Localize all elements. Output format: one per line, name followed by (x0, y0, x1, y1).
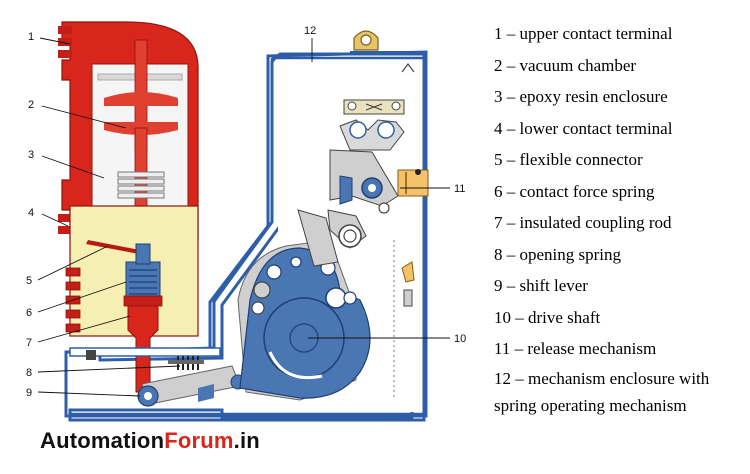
legend-item-1: 1 – upper contact terminal (494, 24, 673, 43)
callout-4: 4 (28, 207, 34, 219)
legend-item-6: 6 – contact force spring (494, 181, 655, 201)
legend-item-11: 11 – release mechanism (494, 339, 657, 358)
callout-5: 5 (26, 275, 32, 287)
legend-item-7: 7 – insulated coupling rod (494, 213, 672, 232)
mount-bolt (86, 350, 96, 360)
callout-1: 1 (28, 31, 34, 43)
legend-item-2: 2 – vacuum chamber (494, 55, 637, 75)
drive-assembly (237, 239, 371, 401)
legend-item-12: 12 – mechanism enclosure with spring ope… (494, 368, 710, 415)
fixed-contact-disc (104, 92, 178, 106)
legend-item-8: 8 – opening spring (494, 244, 622, 264)
insulated-coupling-rod (123, 295, 163, 393)
legend-item-4: 4 – lower contact terminal (494, 118, 673, 138)
legend-item-9: 9 – shift lever (494, 276, 588, 295)
opening-spring (168, 356, 204, 370)
watermark-part-a: Automation (40, 428, 165, 453)
legend-item-10: 10 – drive shaft (494, 307, 601, 327)
callout-leaders (37, 37, 450, 397)
upper-terminal-fin (58, 26, 72, 34)
callout-12: 12 (304, 25, 316, 37)
callout-labels: 1 2 3 4 5 6 7 8 9 10 11 12 (26, 25, 466, 399)
latch-linkage (297, 63, 429, 400)
legend-item-5: 5 – flexible connector (494, 150, 643, 169)
site-watermark: AutomationForum.in (40, 428, 260, 454)
release-mechanism (397, 169, 429, 197)
callout-10: 10 (454, 333, 466, 345)
legend-item-3: 3 – epoxy resin enclosure (494, 87, 668, 106)
watermark-part-c: .in (233, 428, 260, 453)
bellows (117, 171, 165, 199)
callout-8: 8 (26, 367, 32, 379)
callout-6: 6 (26, 307, 32, 319)
lifting-eye (353, 30, 379, 51)
flexible-connector (86, 240, 150, 256)
callout-7: 7 (26, 337, 32, 349)
contact-force-spring (129, 269, 157, 295)
callout-2: 2 (28, 99, 34, 111)
enclosure-inner-line (70, 56, 426, 416)
circuit-breaker-cross-section: 1 2 3 4 5 6 7 8 9 10 11 12 (26, 21, 466, 422)
watermark-part-b: Forum (164, 428, 234, 453)
shift-lever (137, 365, 246, 407)
parts-legend: 1 – upper contact terminal 2 – vacuum ch… (494, 18, 746, 419)
callout-3: 3 (28, 149, 34, 161)
lower-terminal-fin (58, 214, 74, 222)
callout-11: 11 (454, 183, 465, 195)
base-frame (69, 347, 221, 357)
callout-9: 9 (26, 387, 32, 399)
